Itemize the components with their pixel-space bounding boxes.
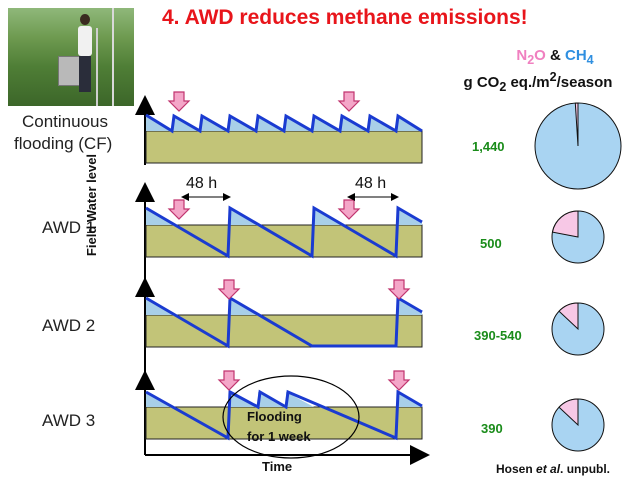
legend-amp: & xyxy=(545,47,565,64)
units-part-a: g CO xyxy=(463,74,500,91)
legend-gases: N2O & CH4 xyxy=(480,47,630,67)
credit-author: Hosen xyxy=(496,462,537,476)
irrigation-arrow-icon xyxy=(387,370,411,391)
row-label-cf-line2: flooding (CF) xyxy=(14,134,113,153)
cf-water xyxy=(146,115,422,131)
irrigation-arrow-icon xyxy=(217,370,241,391)
awd3-water-line xyxy=(145,389,423,441)
x-axis-label: Time xyxy=(262,459,293,474)
pie-n2o-awd3 xyxy=(558,398,579,427)
awd2-water-line xyxy=(145,295,423,349)
pie-group xyxy=(534,102,622,452)
credit-etal: et al xyxy=(536,462,561,476)
pie-n2o-awd2 xyxy=(558,302,579,331)
units-part-c: /season xyxy=(556,74,613,91)
photo-person-body xyxy=(78,26,92,56)
legend-ch4-sub: 4 xyxy=(586,53,594,67)
pie-n2o-cf xyxy=(574,102,579,147)
units-part-b: eq./m xyxy=(506,74,550,91)
field-photo xyxy=(8,8,134,106)
row-label-awd2: AWD 2 xyxy=(42,316,96,335)
pie-n2o-awd1 xyxy=(551,210,579,238)
emission-value-awd1: 500 xyxy=(480,236,502,251)
photo-person-legs xyxy=(79,56,91,92)
source-credit: Hosen et al. unpubl. xyxy=(496,462,610,476)
row-label-cf-line1: Continuous xyxy=(22,112,109,131)
cf-water-line xyxy=(145,113,423,134)
awd2-water xyxy=(146,298,422,315)
irrigation-arrow-icon xyxy=(387,279,411,300)
photo-pole xyxy=(112,8,114,106)
emission-value-awd2: 390-540 xyxy=(474,328,522,343)
emission-value-cf: 1,440 xyxy=(472,139,505,154)
irrigation-arrow-icon xyxy=(337,199,361,220)
flooding-note-line1: Flooding xyxy=(247,409,302,424)
cf-soil xyxy=(145,130,423,164)
irrigation-arrow-icon xyxy=(217,279,241,300)
legend-n2o: N2O xyxy=(516,47,546,67)
flooding-note-line2: for 1 week xyxy=(247,429,311,444)
legend-n2o-o: O xyxy=(534,47,546,64)
legend-n2o-n: N xyxy=(516,47,528,64)
slide-title: 4. AWD reduces methane emissions! xyxy=(162,6,528,29)
legend-ch4: CH4 xyxy=(565,47,594,67)
row-label-awd1: AWD 1 xyxy=(42,218,96,237)
photo-pole xyxy=(96,28,98,106)
awd3-soil xyxy=(145,406,423,440)
interval-label-a: 48 h xyxy=(186,175,218,192)
legend-ch4-ch: CH xyxy=(565,47,587,64)
legend-units: g CO2 eq./m2/season xyxy=(440,70,636,94)
irrigation-arrow-icon xyxy=(337,91,361,112)
row-label-awd3: AWD 3 xyxy=(42,411,96,430)
emission-value-awd3: 390 xyxy=(481,421,503,436)
y-axis-label: Field Water level xyxy=(84,153,99,257)
legend-n2o-sub: 2 xyxy=(527,53,535,67)
units-sub: 2 xyxy=(499,80,507,94)
photo-person-head xyxy=(80,14,90,25)
irrigation-arrow-icon xyxy=(167,91,191,112)
units-sup: 2 xyxy=(549,70,557,84)
interval-label-b: 48 h xyxy=(355,175,387,192)
irrigation-arrow-icon xyxy=(167,199,191,220)
credit-note: . unpubl. xyxy=(560,462,611,476)
flooding-ellipse xyxy=(222,375,360,459)
awd1-soil xyxy=(145,224,423,258)
awd1-water-line xyxy=(145,205,423,259)
